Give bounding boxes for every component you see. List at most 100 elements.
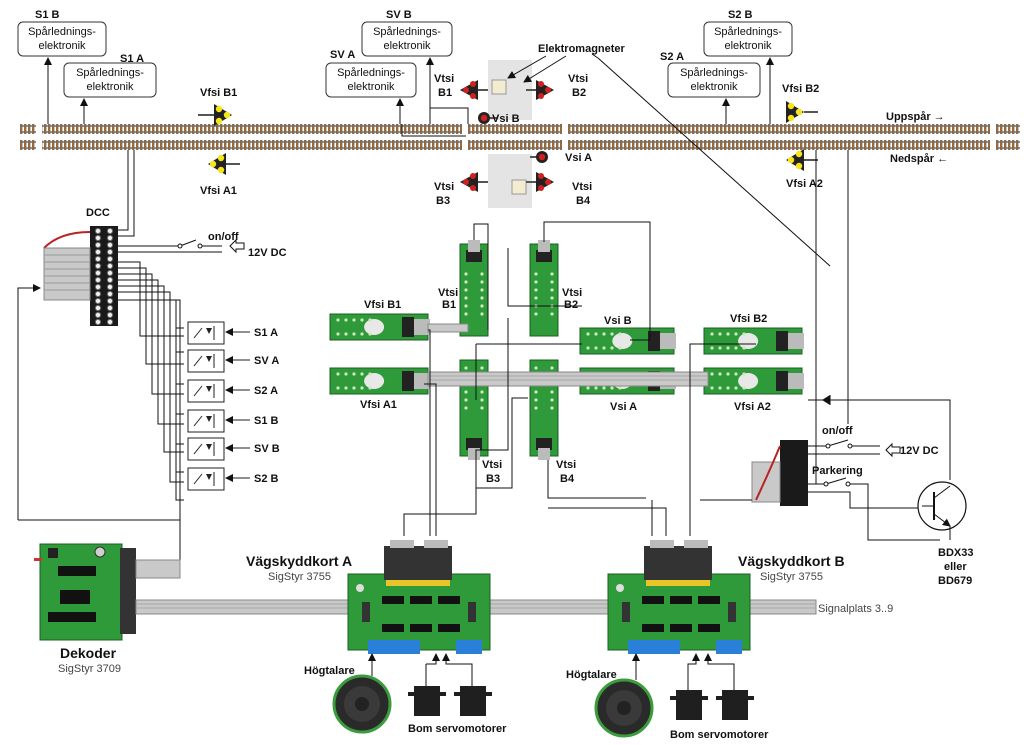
detector-label: S2 B <box>254 473 279 485</box>
svg-text:Vsi B: Vsi B <box>492 113 520 125</box>
optocoupler-s2-b: S2 B <box>187 467 279 491</box>
svg-text:Parkering: Parkering <box>812 465 863 477</box>
electronics-svb: SV B Spårlednings- elektronik <box>361 9 453 57</box>
board-label-vfsi-b1: Vfsi B1 <box>364 299 401 311</box>
svg-text:B4: B4 <box>576 195 591 207</box>
svg-text:12V DC: 12V DC <box>900 445 939 457</box>
svg-text:Bom servomotorer: Bom servomotorer <box>408 723 507 735</box>
detector-label: SV A <box>254 355 279 367</box>
down-track-label: Nedspår ← <box>890 153 948 165</box>
signal-vtsi-b2: Vtsi B2 <box>526 73 588 100</box>
electromagnet-a <box>511 179 527 195</box>
board-label-vfsi-a2: Vfsi A2 <box>734 401 771 413</box>
servos-a: Bom servomotorer <box>408 653 507 735</box>
board-label-vtsi-b1-b: B1 <box>442 299 456 311</box>
svg-text:12V DC: 12V DC <box>248 247 287 259</box>
detector-label: S2 A <box>254 385 278 397</box>
svg-text:Elektromagneter: Elektromagneter <box>538 43 626 55</box>
svg-text:Spårlednings-: Spårlednings- <box>337 67 405 79</box>
svg-text:elektronik: elektronik <box>383 40 431 52</box>
svg-text:S2 A: S2 A <box>660 51 684 63</box>
decoder-model: SigStyr 3709 <box>58 663 121 675</box>
svg-text:Högtalare: Högtalare <box>304 665 355 677</box>
optocoupler-s1-a: S1 A <box>187 321 278 345</box>
detector-wires <box>118 261 184 501</box>
decoder-name: Dekoder <box>60 645 117 661</box>
svg-text:elektronik: elektronik <box>347 81 395 93</box>
dcc-power-switch: on/off 12V DC <box>118 231 287 259</box>
svg-text:S1 A: S1 A <box>120 53 144 65</box>
svg-text:S1 B: S1 B <box>35 9 60 21</box>
board-vtsi-b2 <box>529 240 559 337</box>
board-vsi-b <box>579 327 676 355</box>
track-upper <box>20 122 1020 136</box>
svg-text:on/off: on/off <box>822 425 853 437</box>
board-vfsi-a1 <box>329 367 430 395</box>
board-vfsi-b1 <box>329 313 430 341</box>
board-label-vfsi-b2: Vfsi B2 <box>730 313 767 325</box>
board-wiring <box>403 221 756 536</box>
svg-text:Vsi A: Vsi A <box>565 152 592 164</box>
svg-text:Vtsi: Vtsi <box>572 181 592 193</box>
svg-text:Spårlednings-: Spårlednings- <box>76 67 144 79</box>
svg-text:Spårlednings-: Spårlednings- <box>28 26 96 38</box>
board-label-vtsi-b1-a: Vtsi <box>438 287 458 299</box>
card-b-name: Vägskyddkort B <box>738 553 845 569</box>
up-track-label: Uppspår → <box>886 111 945 123</box>
electronics-s2b: S2 B Spårlednings- elektronik <box>703 9 793 57</box>
svg-text:Spårlednings-: Spårlednings- <box>714 26 782 38</box>
svg-text:elektronik: elektronik <box>724 40 772 52</box>
electronics-s1b: S1 B Spårlednings- elektronik <box>17 9 107 57</box>
signal-vsi-a: Vsi A <box>530 151 592 164</box>
board-label-vtsi-b2-b: B2 <box>564 299 578 311</box>
svg-text:Vfsi B2: Vfsi B2 <box>782 83 819 95</box>
optocoupler-sv-b: SV B <box>187 437 280 461</box>
svg-text:B1: B1 <box>438 87 452 99</box>
svg-text:B3: B3 <box>436 195 450 207</box>
card-a <box>347 540 491 654</box>
signalplats-label: Signalplats 3..9 <box>818 603 893 615</box>
board-vtsi-b1 <box>459 240 489 337</box>
electronics-sva: SV A Spårlednings- elektronik <box>325 49 417 98</box>
optocoupler-s1-b: S1 B <box>187 409 279 433</box>
svg-text:eller: eller <box>944 561 967 573</box>
board-vfsi-a2 <box>703 367 804 395</box>
svg-text:Vfsi A2: Vfsi A2 <box>786 178 823 190</box>
decoder-board <box>34 543 136 641</box>
svg-text:Spårlednings-: Spårlednings- <box>373 26 441 38</box>
svg-text:SV B: SV B <box>386 9 412 21</box>
right-power-section: on/off 12V DC Parkering BDX33 eller BD67… <box>591 53 973 587</box>
board-label-vtsi-b3-b: B3 <box>486 473 500 485</box>
detection-arrows <box>44 57 774 137</box>
svg-text:Spårlednings-: Spårlednings- <box>680 67 748 79</box>
signal-vfsi-a2: Vfsi A2 <box>786 149 823 190</box>
board-vfsi-b2 <box>703 327 804 355</box>
board-ribbon-cables <box>427 323 709 387</box>
svg-text:Vfsi A1: Vfsi A1 <box>200 185 237 197</box>
svg-text:on/off: on/off <box>208 231 239 243</box>
speaker-a: Högtalare <box>304 653 392 734</box>
board-label-vsi-b: Vsi B <box>604 315 632 327</box>
optocoupler-group: S1 A SV A S2 A S1 B SV B S2 B <box>187 321 280 491</box>
board-label-vtsi-b3-a: Vtsi <box>482 459 502 471</box>
signal-vtsi-b1: Vtsi B1 <box>434 73 488 100</box>
card-b-model: SigStyr 3755 <box>760 571 823 583</box>
svg-text:Vtsi: Vtsi <box>434 73 454 85</box>
detector-label: S1 B <box>254 415 279 427</box>
dcc-label: DCC <box>86 207 110 219</box>
detector-label: SV B <box>254 443 280 455</box>
svg-text:Högtalare: Högtalare <box>566 669 617 681</box>
svg-text:BD679: BD679 <box>938 575 972 587</box>
signal-vfsi-a1: Vfsi A1 <box>200 153 240 197</box>
card-a-model: SigStyr 3755 <box>268 571 331 583</box>
dcc-ribbon-cable <box>43 231 91 301</box>
electronics-s2a: S2 A Spårlednings- elektronik <box>660 51 761 98</box>
board-label-vtsi-b4-b: B4 <box>560 473 575 485</box>
board-label-vsi-a: Vsi A <box>610 401 637 413</box>
board-label-vtsi-b4-a: Vtsi <box>556 459 576 471</box>
detector-label: S1 A <box>254 327 278 339</box>
svg-text:Bom servomotorer: Bom servomotorer <box>670 729 769 741</box>
svg-text:elektronik: elektronik <box>38 40 86 52</box>
